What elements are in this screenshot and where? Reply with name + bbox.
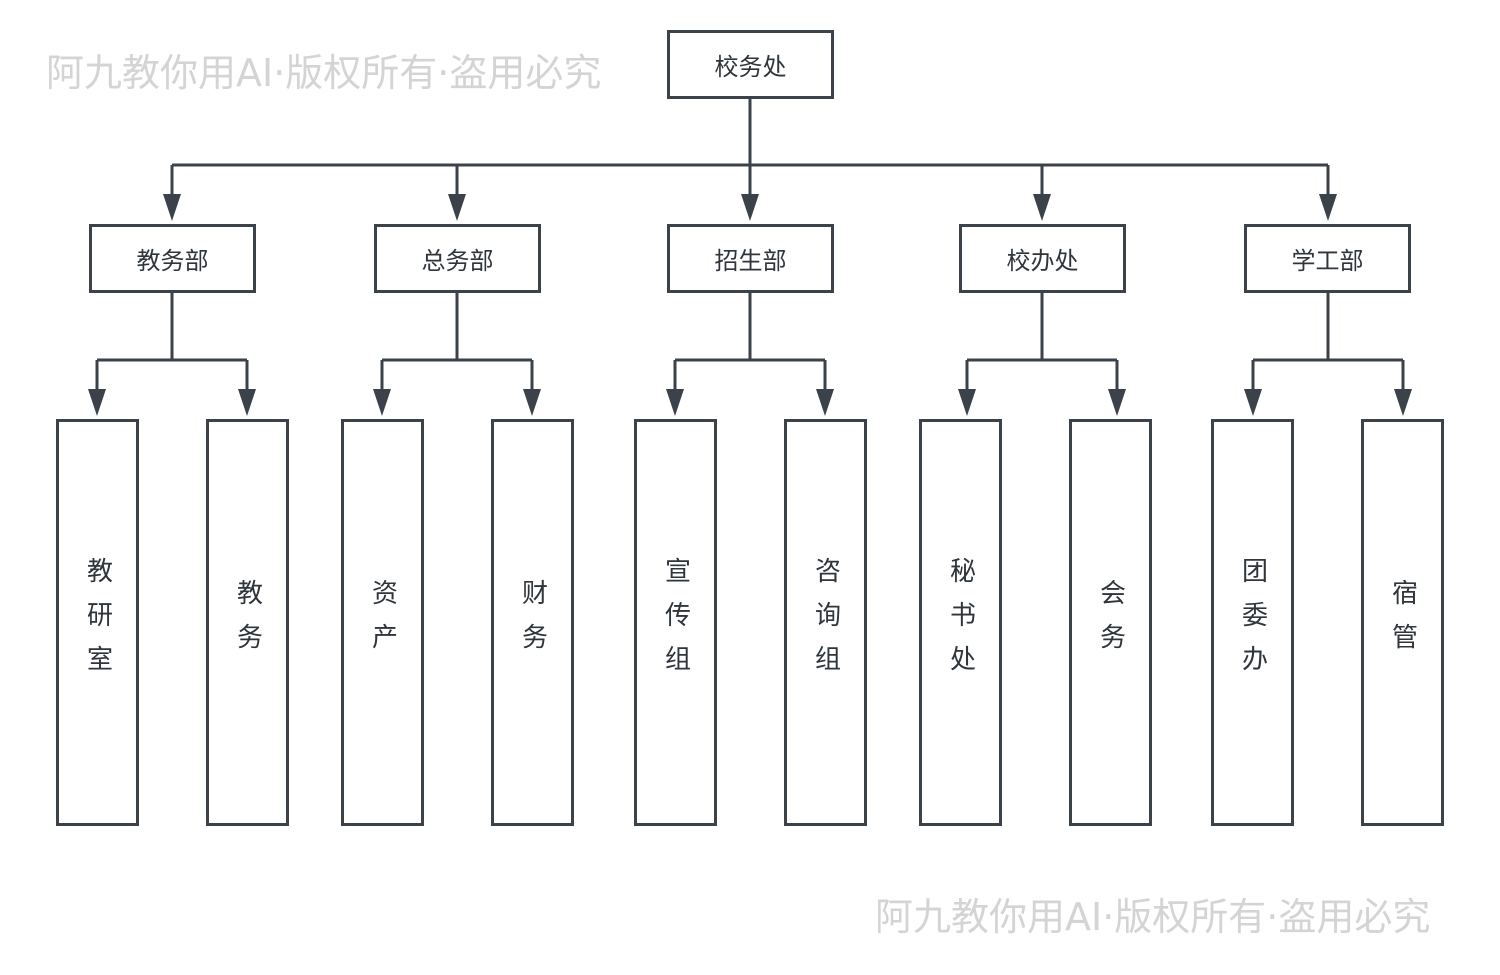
department-node: 招生部 bbox=[667, 224, 834, 293]
node-label: 招生部 bbox=[714, 247, 787, 275]
arrow-head bbox=[1033, 194, 1051, 221]
arrow-head bbox=[741, 194, 759, 221]
arrow-head bbox=[1108, 389, 1126, 416]
unit-node: 秘书处 bbox=[919, 419, 1002, 826]
node-label: 会务 bbox=[1095, 578, 1126, 667]
node-label: 学工部 bbox=[1291, 247, 1364, 275]
root-node: 校务处 bbox=[667, 30, 834, 99]
watermark-bottom: 阿九教你用AI·版权所有·盗用必究 bbox=[875, 895, 1431, 939]
arrow-head bbox=[523, 389, 541, 416]
unit-node: 资产 bbox=[341, 419, 424, 826]
watermark-top: 阿九教你用AI·版权所有·盗用必究 bbox=[46, 51, 602, 95]
department-node: 教务部 bbox=[89, 224, 256, 293]
arrow-head bbox=[163, 194, 181, 221]
unit-node: 会务 bbox=[1069, 419, 1152, 826]
arrow-head bbox=[88, 389, 106, 416]
unit-node: 财务 bbox=[491, 419, 574, 826]
node-label: 教研室 bbox=[82, 556, 113, 689]
arrow-head bbox=[448, 194, 466, 221]
node-label: 宿管 bbox=[1387, 578, 1418, 667]
department-node: 学工部 bbox=[1244, 224, 1411, 293]
arrow-head bbox=[816, 389, 834, 416]
node-label: 咨询组 bbox=[810, 556, 841, 689]
unit-node: 教研室 bbox=[56, 419, 139, 826]
node-label: 资产 bbox=[367, 578, 398, 667]
arrow-head bbox=[1244, 389, 1262, 416]
arrow-head bbox=[1319, 194, 1337, 221]
unit-node: 教务 bbox=[206, 419, 289, 826]
department-node: 总务部 bbox=[374, 224, 541, 293]
node-label: 校办处 bbox=[1006, 247, 1079, 275]
node-label: 总务部 bbox=[421, 247, 494, 275]
arrow-head bbox=[666, 389, 684, 416]
unit-node: 咨询组 bbox=[784, 419, 867, 826]
unit-node: 团委办 bbox=[1211, 419, 1294, 826]
node-label: 教务 bbox=[232, 578, 263, 667]
arrow-head bbox=[1394, 389, 1412, 416]
node-label: 教务部 bbox=[136, 247, 209, 275]
node-label: 秘书处 bbox=[945, 556, 976, 689]
unit-node: 宣传组 bbox=[634, 419, 717, 826]
node-label: 财务 bbox=[517, 578, 548, 667]
node-label: 团委办 bbox=[1237, 556, 1268, 689]
department-node: 校办处 bbox=[959, 224, 1126, 293]
node-label: 校务处 bbox=[714, 53, 787, 81]
arrow-head bbox=[373, 389, 391, 416]
arrow-head bbox=[238, 389, 256, 416]
unit-node: 宿管 bbox=[1361, 419, 1444, 826]
node-label: 宣传组 bbox=[660, 556, 691, 689]
arrow-head bbox=[958, 389, 976, 416]
